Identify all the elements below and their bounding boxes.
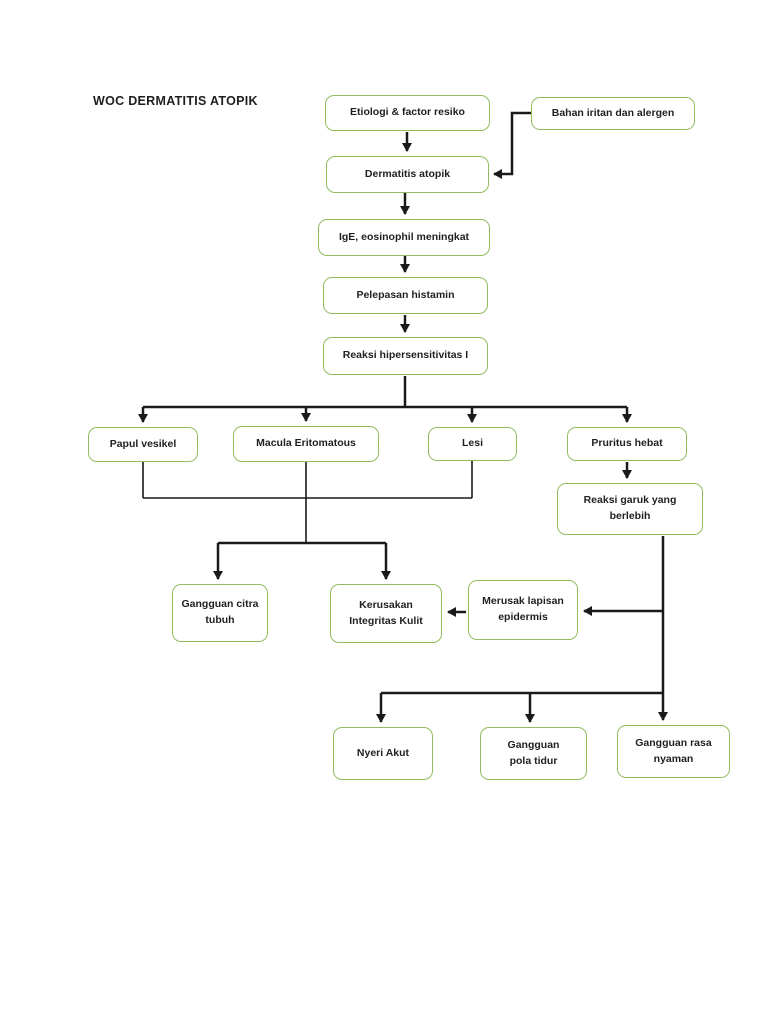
node-label: IgE, eosinophil meningkat bbox=[338, 230, 470, 243]
node-label: Gangguan citra tubuh bbox=[181, 598, 259, 626]
node-label: Merusak lapisan epidermis bbox=[482, 595, 564, 623]
node-kerusakan-integritas-kulit: Kerusakan Integritas Kulit bbox=[330, 584, 442, 643]
node-macula-eritomatous: Macula Eritomatous bbox=[233, 426, 379, 462]
node-label: Papul vesikel bbox=[109, 437, 177, 450]
node-etiologi-factor-resiko: Etiologi & factor resiko bbox=[325, 95, 490, 131]
node-label: Reaksi hipersensitivitas I bbox=[342, 349, 469, 362]
node-ige-eosinophil: IgE, eosinophil meningkat bbox=[318, 219, 490, 256]
node-bahan-iritan-alergen: Bahan iritan dan alergen bbox=[531, 97, 695, 130]
node-label: Kerusakan Integritas Kulit bbox=[349, 598, 423, 627]
node-label: Macula Eritomatous bbox=[256, 437, 356, 450]
node-papul-vesikel: Papul vesikel bbox=[88, 427, 198, 462]
node-label: Pelepasan histamin bbox=[356, 288, 455, 301]
node-label: Gangguan rasa nyaman bbox=[635, 736, 712, 765]
node-label: Nyeri Akut bbox=[356, 746, 410, 759]
node-label: Reaksi garuk yang berlebih bbox=[583, 494, 677, 522]
node-label: Bahan iritan dan alergen bbox=[551, 106, 675, 119]
node-reaksi-hipersensitivitas: Reaksi hipersensitivitas I bbox=[323, 337, 488, 375]
node-gangguan-citra-tubuh: Gangguan citra tubuh bbox=[172, 584, 268, 642]
node-label: Dermatitis atopik bbox=[364, 167, 451, 180]
node-gangguan-pola-tidur: Gangguan pola tidur bbox=[480, 727, 587, 780]
node-label: Pruritus hebat bbox=[591, 437, 663, 450]
page-title: WOC DERMATITIS ATOPIK bbox=[93, 94, 258, 108]
node-lesi: Lesi bbox=[428, 427, 517, 461]
node-nyeri-akut: Nyeri Akut bbox=[333, 727, 433, 780]
node-gangguan-rasa-nyaman: Gangguan rasa nyaman bbox=[617, 725, 730, 778]
node-dermatitis-atopik: Dermatitis atopik bbox=[326, 156, 489, 193]
node-label: Lesi bbox=[461, 437, 483, 450]
node-label: Gangguan pola tidur bbox=[507, 738, 560, 767]
node-reaksi-garuk-berlebih: Reaksi garuk yang berlebih bbox=[557, 483, 703, 535]
node-pruritus-hebat: Pruritus hebat bbox=[567, 427, 687, 461]
node-merusak-lapisan-epidermis: Merusak lapisan epidermis bbox=[468, 580, 578, 640]
node-pelepasan-histamin: Pelepasan histamin bbox=[323, 277, 488, 314]
node-label: Etiologi & factor resiko bbox=[350, 106, 465, 119]
